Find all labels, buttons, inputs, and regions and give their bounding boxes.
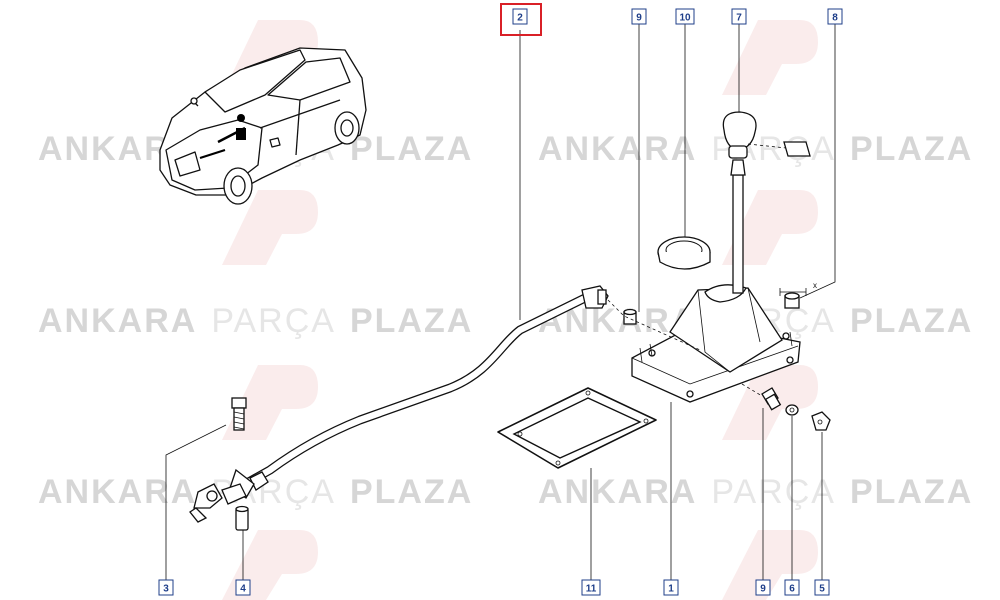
- gasket-part-11: [497, 387, 657, 469]
- leader-lines: [165, 24, 836, 580]
- callout-label: 9: [636, 13, 642, 24]
- callout-9-bottom[interactable]: 9: [755, 579, 771, 596]
- watermark-logo: [222, 190, 318, 265]
- dimension-label: x: [813, 281, 817, 290]
- bolt-part-3: [231, 397, 247, 431]
- callout-label: 6: [789, 584, 795, 595]
- callout-8[interactable]: 8: [827, 8, 843, 25]
- shift-cable: [229, 285, 609, 499]
- callout-label: 11: [586, 584, 597, 595]
- gear-shift-highlight-icon: [199, 114, 246, 160]
- callout-label: 5: [819, 584, 825, 595]
- callout-label: 2: [517, 13, 523, 24]
- watermark-logo: [222, 365, 318, 440]
- linkage-end: [189, 483, 247, 523]
- nut-part-8: [784, 292, 800, 309]
- callout-highlight-frame: [500, 3, 542, 36]
- callout-label: 3: [163, 584, 169, 595]
- callout-2[interactable]: 2: [500, 3, 542, 36]
- callout-label: 10: [679, 13, 691, 24]
- callout-label: 7: [736, 13, 742, 24]
- callout-6[interactable]: 6: [784, 579, 800, 596]
- callout-10[interactable]: 10: [675, 8, 695, 25]
- ring-part-10: [657, 236, 711, 270]
- nut-part-5: [811, 411, 831, 431]
- shift-housing-part-1: [631, 284, 801, 403]
- callout-4[interactable]: 4: [235, 579, 251, 596]
- callout-label: 9: [760, 584, 766, 595]
- callout-label: 1: [668, 584, 674, 595]
- watermark-logo: [722, 20, 818, 95]
- sleeve-part-4: [235, 505, 249, 531]
- callout-1[interactable]: 1: [663, 579, 679, 596]
- dimension-marker: x: [779, 281, 817, 296]
- bush-part: [623, 308, 637, 325]
- knob-part-7: [722, 111, 811, 159]
- callout-5[interactable]: 5: [814, 579, 830, 596]
- callout-label: 8: [832, 13, 838, 24]
- callout-label: 4: [240, 584, 246, 595]
- watermark-logo: [722, 190, 818, 265]
- bolt-part-9: [761, 387, 782, 411]
- callout-3[interactable]: 3: [158, 579, 174, 596]
- callout-9-top[interactable]: 9: [631, 8, 647, 25]
- callouts: 2 9 10 7 8 3 4 11: [158, 3, 843, 596]
- car-illustration: [159, 47, 367, 205]
- washer-part-6: [785, 404, 799, 416]
- callout-11[interactable]: 11: [581, 579, 601, 596]
- gear-lever: [730, 159, 746, 294]
- watermark-logo: [722, 530, 818, 600]
- callout-7[interactable]: 7: [731, 8, 747, 25]
